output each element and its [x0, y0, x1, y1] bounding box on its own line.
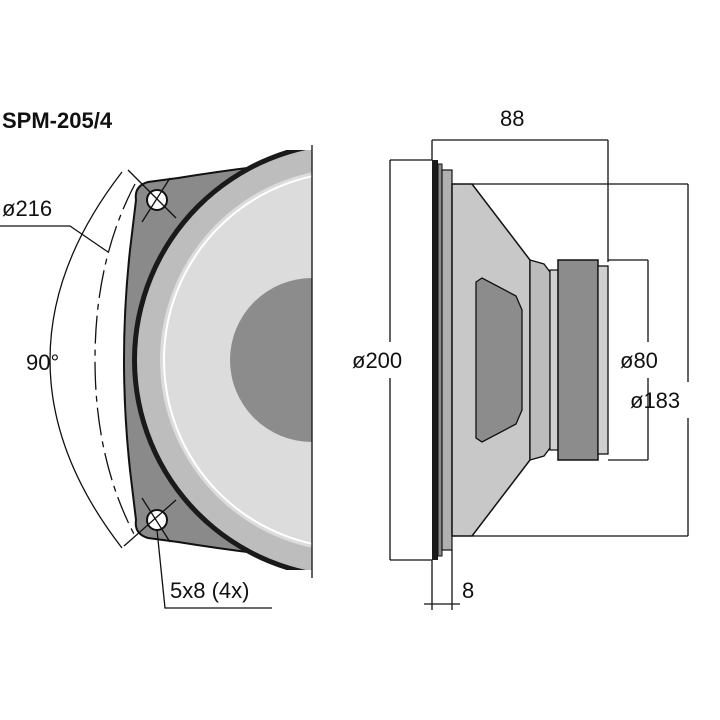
basket-neck: [529, 259, 551, 461]
angle-arc: [49, 171, 123, 549]
mounting-hole-top: [146, 189, 168, 211]
leader-holes: [156, 529, 272, 609]
magnet: [557, 259, 599, 461]
label-diameter-80: ø80: [620, 348, 658, 373]
magnet-plate: [549, 269, 559, 451]
label-depth-88: 88: [500, 106, 524, 131]
label-angle: 90°: [26, 350, 59, 375]
hole-crosshair-bottom: [141, 497, 171, 543]
front-view: ø216 90° 5x8 (4x): [0, 145, 313, 609]
mounting-hole-bottom: [146, 509, 168, 531]
diameter-216-arc: [94, 183, 136, 537]
dust-cap: [230, 278, 312, 442]
basket-ring: [441, 169, 453, 551]
label-diameter-216: ø216: [2, 196, 52, 221]
label-diameter-200: ø200: [352, 348, 402, 373]
hole-crosshair-top: [141, 177, 171, 223]
side-view: 88 ø200 ø80 ø183 8: [352, 106, 689, 610]
magnet-backplate: [597, 265, 609, 455]
cone-inner-line: [163, 175, 312, 545]
radial-line-bottom: [123, 499, 177, 547]
model-title: SPM-205/4: [2, 108, 113, 133]
label-holes: 5x8 (4x): [170, 578, 249, 603]
basket-window: [475, 277, 523, 443]
leader-216: [0, 225, 109, 253]
label-thickness-8: 8: [462, 578, 474, 603]
flange-plate-lip: [437, 163, 443, 557]
label-diameter-183: ø183: [630, 388, 680, 413]
radial-line-top: [127, 169, 177, 219]
flange-plate: [432, 160, 438, 560]
